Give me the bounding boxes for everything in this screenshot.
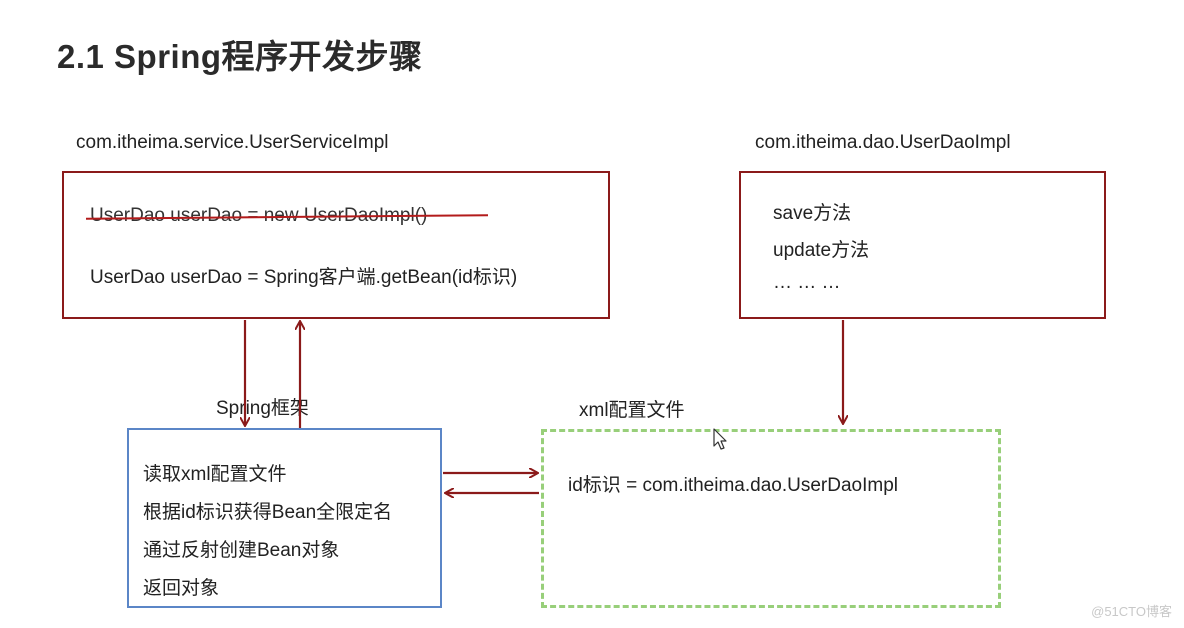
dao-method-update: update方法: [773, 240, 870, 261]
page-title: 2.1 Spring程序开发步骤: [57, 38, 423, 75]
dao-method-save: save方法: [773, 203, 852, 224]
mouse-cursor-icon: [713, 428, 727, 450]
dao-method-more: … … …: [773, 272, 841, 293]
framework-step-2: 根据id标识获得Bean全限定名: [143, 502, 393, 523]
framework-box: 读取xml配置文件 根据id标识获得Bean全限定名 通过反射创建Bean对象 …: [127, 428, 442, 608]
framework-step-1: 读取xml配置文件: [143, 464, 287, 485]
watermark: @51CTO博客: [1091, 604, 1172, 619]
service-impl-box: UserDao userDao = new UserDaoImpl() User…: [62, 171, 610, 319]
xml-config-box: id标识 = com.itheima.dao.UserDaoImpl: [541, 429, 1001, 608]
xml-entry: id标识 = com.itheima.dao.UserDaoImpl: [568, 475, 898, 496]
xml-config-label: xml配置文件: [579, 400, 685, 421]
framework-step-4: 返回对象: [143, 578, 220, 599]
dao-impl-box: save方法 update方法 … … …: [739, 171, 1106, 319]
service-class-label: com.itheima.service.UserServiceImpl: [76, 132, 389, 153]
dao-class-label: com.itheima.dao.UserDaoImpl: [755, 132, 1011, 153]
framework-label: Spring框架: [216, 398, 309, 419]
new-code-line: UserDao userDao = Spring客户端.getBean(id标识…: [90, 267, 518, 288]
framework-step-3: 通过反射创建Bean对象: [143, 540, 340, 561]
